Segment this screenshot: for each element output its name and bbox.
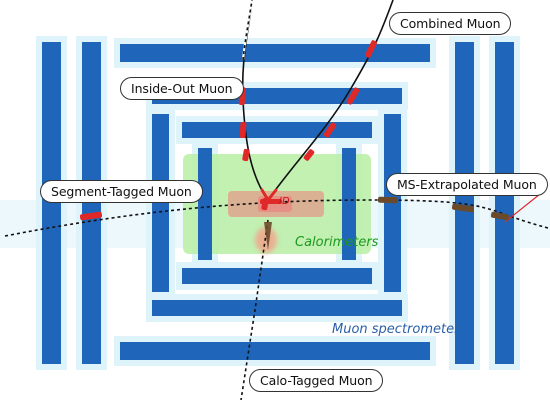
track-hits (79, 40, 510, 221)
muon-chamber-8 (152, 114, 169, 292)
segment-tagged-muon-callout: Segment-Tagged Muon (40, 180, 203, 203)
calorimeters-label: Calorimeters (295, 235, 379, 250)
interaction-vertex (260, 188, 282, 250)
segment-bar-2 (451, 203, 475, 213)
combined-muon-track (267, 0, 394, 201)
muon-chamber-7 (152, 300, 402, 316)
segment-bar-0 (79, 211, 103, 221)
segment-3 (490, 211, 510, 221)
muon-chamber-11 (182, 268, 372, 284)
muon-chamber-13 (342, 148, 356, 260)
red-hit-bar-5 (239, 121, 247, 139)
muon-chamber-2 (42, 42, 61, 364)
inside-out-muon-callout: Inside-Out Muon (120, 77, 244, 100)
red-hit-bar-1 (346, 87, 360, 105)
muon-chamber-5 (495, 42, 514, 364)
muon-chamber-3 (82, 42, 101, 364)
red-hit-bar-3 (303, 149, 315, 161)
red-hit-0 (365, 40, 377, 58)
combined-muon-callout: Combined Muon (389, 12, 512, 35)
calorimeter-deposit (255, 227, 277, 253)
red-hit-3 (303, 149, 315, 161)
segment-tagged-muon-track (4, 199, 549, 237)
muon-chambers (42, 42, 514, 364)
inside-out-dashed-tail (242, 0, 253, 61)
red-hit-bar-2 (323, 122, 337, 138)
segment-0 (79, 211, 103, 221)
segment-2 (451, 203, 475, 213)
muon-chamber-0 (120, 44, 430, 62)
red-hit-2 (323, 122, 337, 138)
muon-chamber-1 (120, 342, 430, 360)
muon-chamber-10 (182, 122, 372, 138)
inner-detector-label: ID (279, 196, 290, 207)
vertex-bar (260, 199, 282, 204)
segment-bar-4 (386, 196, 398, 204)
segment-bar-3 (490, 211, 510, 221)
ms-extrapolated-muon-callout: MS-Extrapolated Muon (386, 173, 548, 196)
segment-4 (386, 196, 398, 204)
red-hit-6 (242, 148, 250, 162)
red-hit-5 (239, 121, 247, 139)
calo-tagged-muon-callout: Calo-Tagged Muon (249, 369, 384, 392)
calo-tagged-muon-track (240, 219, 269, 400)
red-hit-bar-0 (365, 40, 377, 58)
red-hit-bar-6 (242, 148, 250, 162)
muon-chamber-12 (198, 148, 212, 260)
calo-cone (264, 222, 272, 250)
red-hit-1 (346, 87, 360, 105)
muon-spectrometer-label: Muon spectrometer (332, 322, 460, 337)
muon-chamber-4 (455, 42, 474, 364)
